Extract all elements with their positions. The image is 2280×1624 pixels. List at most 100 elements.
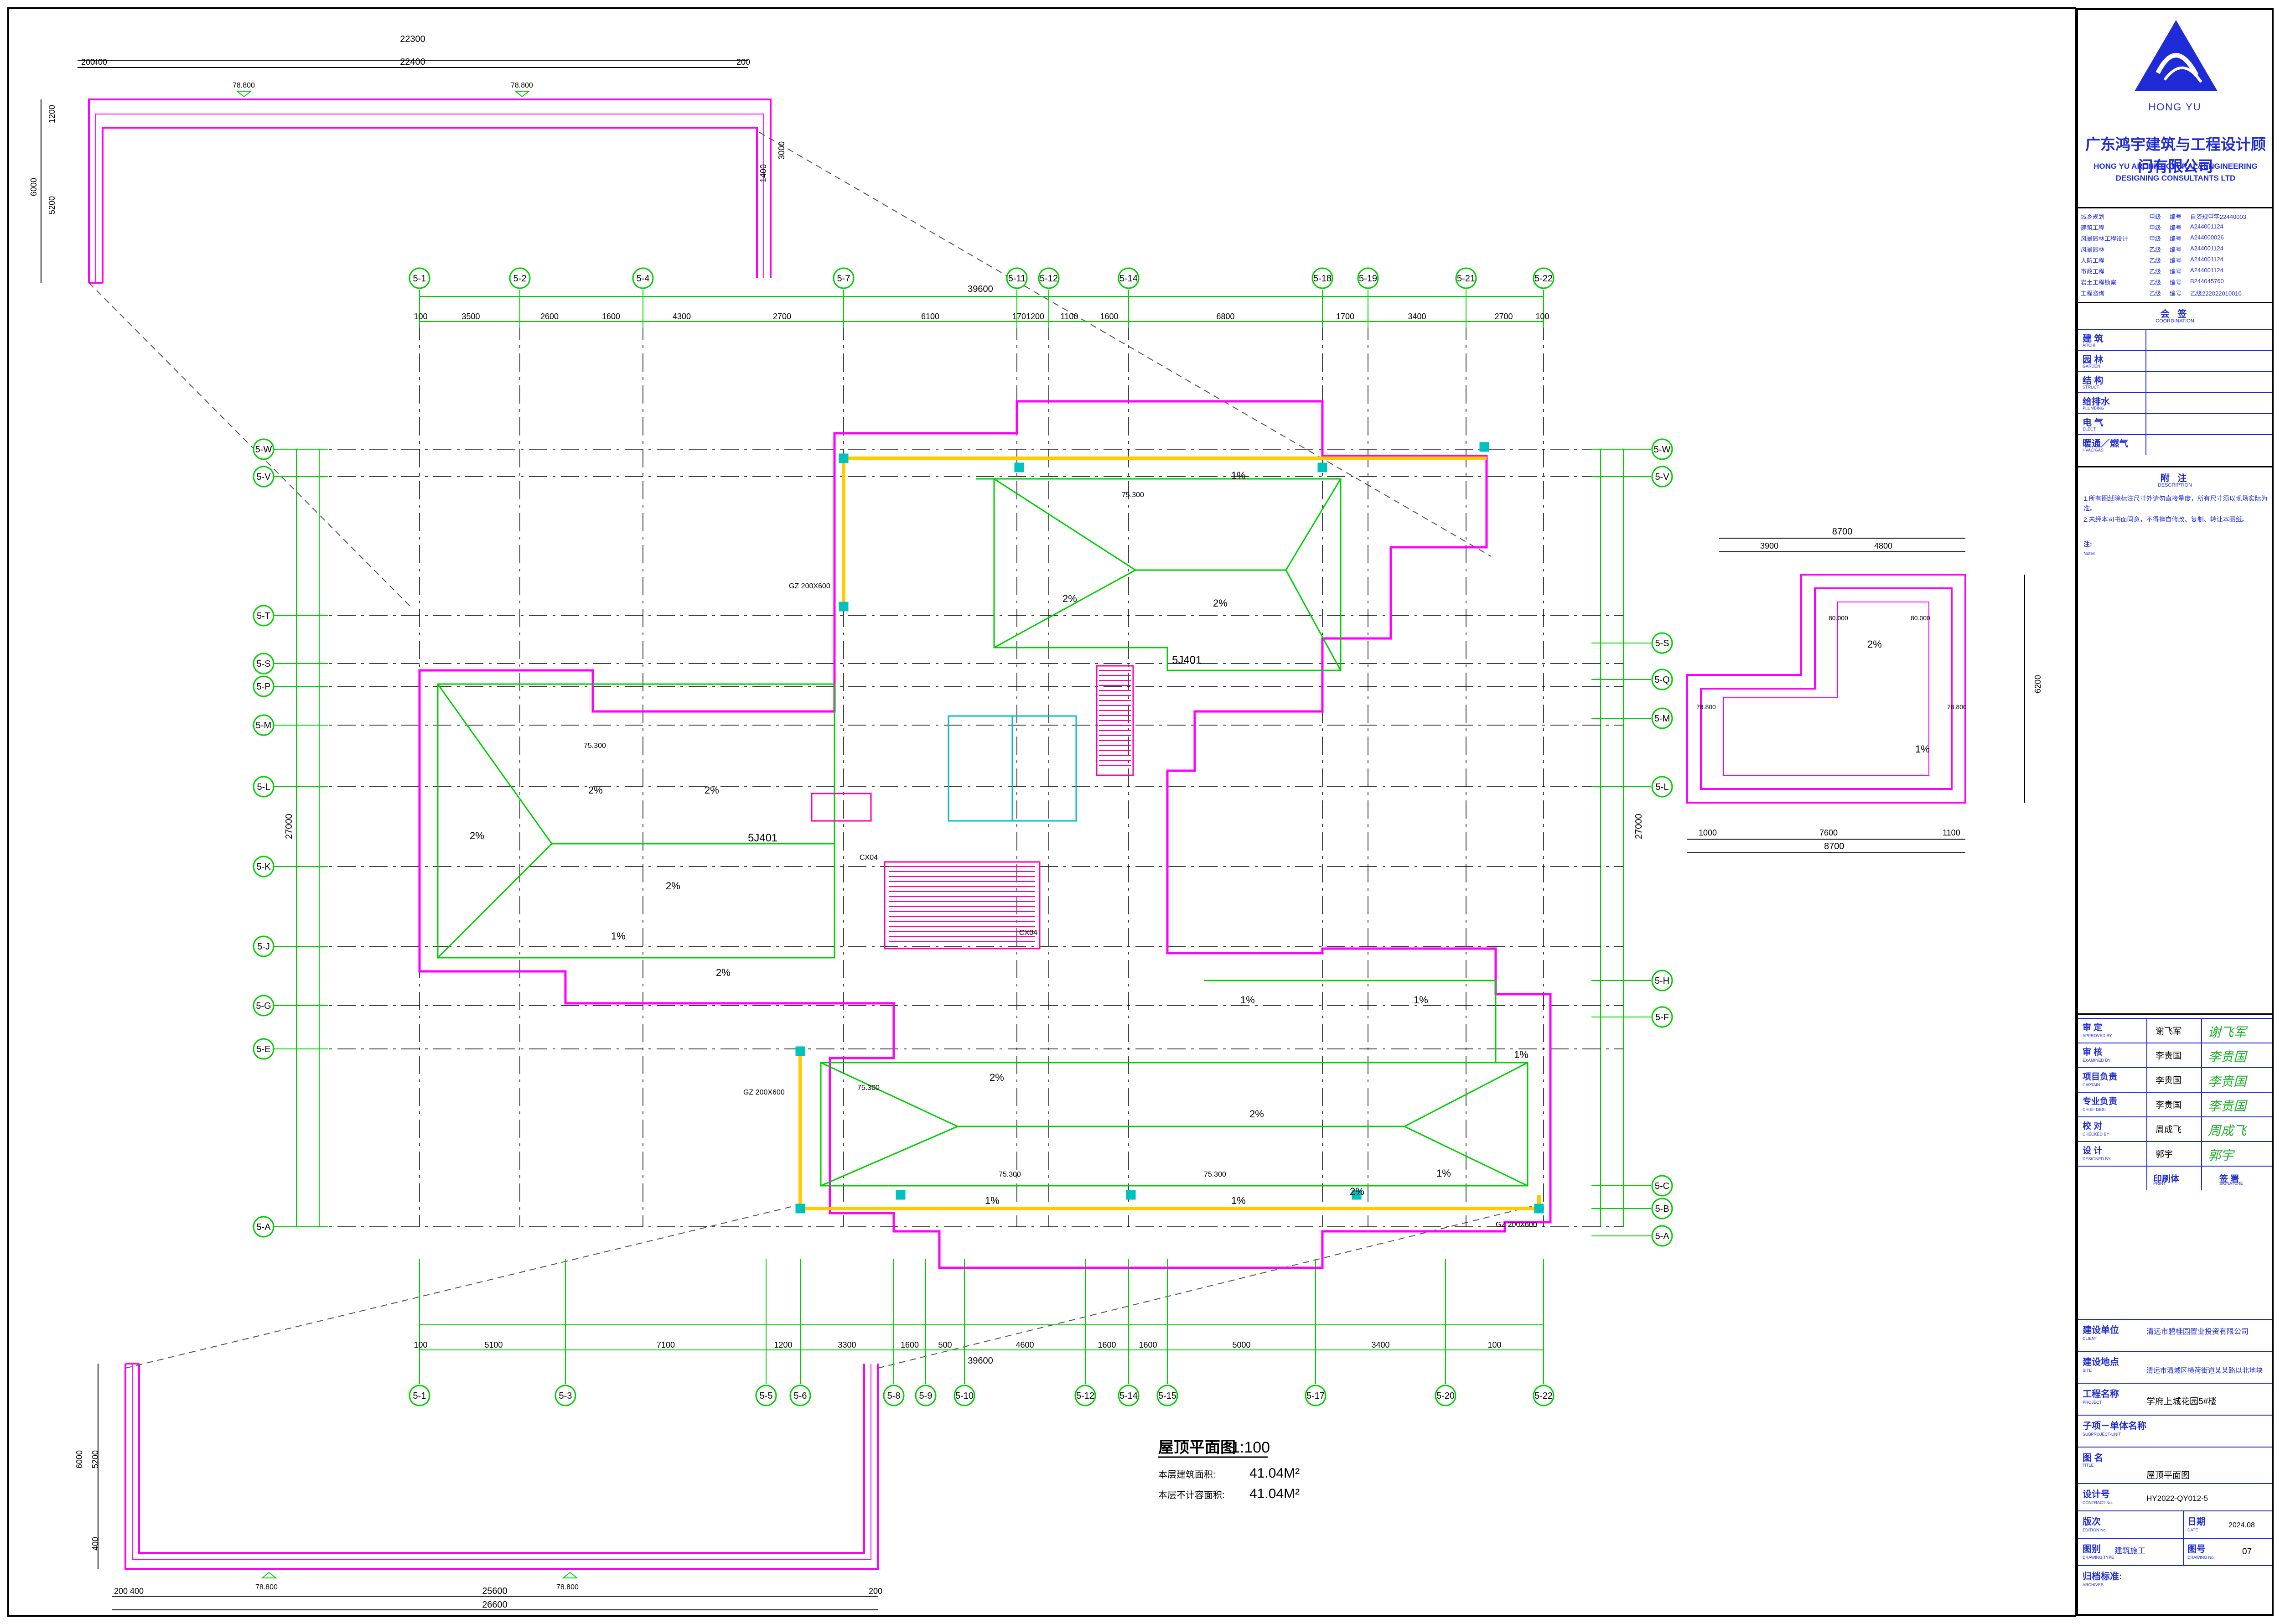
qualification-row: 城乡规划甲级编号自资规甲字22440003 <box>2081 213 2246 220</box>
axis-bubble-right: 5-M <box>1651 707 1673 729</box>
dimension-value: 1200 <box>1026 312 1044 321</box>
dimension-value: 2700 <box>1494 312 1513 321</box>
dimension-value: 2700 <box>773 312 791 321</box>
svg-text:5200: 5200 <box>47 196 57 214</box>
svg-text:5-15: 5-15 <box>1158 1391 1176 1401</box>
axis-bubble-bottom: 5-20 <box>1435 1385 1456 1406</box>
gz-tag-1: GZ 200X600 <box>789 582 830 590</box>
svg-text:1%: 1% <box>985 1195 1000 1206</box>
axis-bubble-left: 5-T <box>253 605 275 627</box>
axis-bubble-top: 5-22 <box>1533 267 1555 289</box>
svg-text:5-K: 5-K <box>256 862 271 872</box>
svg-text:8700: 8700 <box>1832 527 1853 537</box>
dimension-value: 1100 <box>1061 312 1078 321</box>
stair-label-2: CX04 <box>1019 929 1037 937</box>
company-brand: HONG YU <box>2148 101 2202 113</box>
svg-text:5-4: 5-4 <box>637 274 650 284</box>
annotations: GZ 200X600 GZ 200X600 GZ 200X600 2% 2% 2… <box>470 470 1537 1229</box>
dimension-value: 100 <box>1487 1340 1501 1349</box>
axis-bubble-left: 5-M <box>253 714 275 736</box>
stair-cores <box>811 665 1134 949</box>
svg-text:5-19: 5-19 <box>1359 274 1377 284</box>
svg-text:2%: 2% <box>1350 1186 1364 1197</box>
svg-text:2%: 2% <box>666 880 680 892</box>
axis-bubble-top: 5-19 <box>1357 267 1379 289</box>
svg-text:200: 200 <box>869 1587 882 1596</box>
svg-text:41.04M²: 41.04M² <box>1249 1486 1300 1501</box>
dimension-value: 1600 <box>1100 312 1118 321</box>
svg-text:6200: 6200 <box>2033 675 2042 693</box>
axis-bubble-right: 5-B <box>1651 1198 1673 1219</box>
svg-text:1%: 1% <box>1915 743 1930 755</box>
axis-bubble-left: 5-K <box>253 856 275 877</box>
axis-bubble-bottom: 5-10 <box>953 1385 975 1406</box>
axis-bubble-top: 5-4 <box>632 267 654 289</box>
svg-text:3000: 3000 <box>777 141 786 160</box>
company-logo-icon <box>2135 20 2218 91</box>
svg-text:5-W: 5-W <box>255 445 272 455</box>
dimension-value: 500 <box>938 1340 952 1349</box>
svg-text:6000: 6000 <box>75 1450 84 1468</box>
axis-bubble-bottom: 5-8 <box>883 1385 905 1406</box>
detail-top-total-dim: 22300 <box>400 34 425 44</box>
svg-text:5-V: 5-V <box>256 472 271 482</box>
roof-plan-drawing: 22300 22400 200 400 200 78.800 78.800 60… <box>7 7 2076 1617</box>
svg-text:1000: 1000 <box>1699 828 1717 837</box>
svg-text:400: 400 <box>91 1537 100 1551</box>
svg-text:5-S: 5-S <box>1655 638 1669 649</box>
category-sheet-row: 图别 DRAWING TYPE 建筑施工 图号 DRAWING No. 07 <box>2078 1538 2272 1565</box>
svg-text:80.000: 80.000 <box>1829 614 1848 622</box>
axis-bubble-right: 5-H <box>1651 970 1673 991</box>
axis-bubble-right: 5-S <box>1651 632 1673 654</box>
dimension-value: 1200 <box>774 1340 792 1349</box>
svg-text:78.800: 78.800 <box>1947 703 1967 711</box>
svg-text:5-T: 5-T <box>257 611 270 621</box>
axis-bubble-top: 5-11 <box>1006 267 1028 289</box>
dimension-value: 100 <box>1535 312 1549 321</box>
drawing-title: 屋顶平面图 <box>1158 1439 1236 1456</box>
svg-text:5-18: 5-18 <box>1313 274 1332 284</box>
axis-bubble-left: 5-E <box>253 1038 275 1060</box>
axis-bubble-top: 5-21 <box>1455 267 1477 289</box>
detail-right: 8700 3900 4800 80.000 80.000 78.800 78.8… <box>1686 527 2042 853</box>
axis-bubble-top: 5-12 <box>1038 267 1060 289</box>
svg-text:200: 200 <box>736 57 750 67</box>
axis-bubble-bottom: 5-22 <box>1533 1385 1555 1406</box>
svg-text:2%: 2% <box>1867 638 1882 650</box>
svg-text:5-12: 5-12 <box>1076 1391 1094 1401</box>
svg-text:1100: 1100 <box>1943 828 1960 837</box>
dimension-value: 5000 <box>1232 1340 1250 1349</box>
axis-bubble-bottom: 5-5 <box>755 1385 777 1406</box>
dimension-value: 1700 <box>1336 312 1354 321</box>
svg-text:5-6: 5-6 <box>794 1391 807 1401</box>
svg-text:5-S: 5-S <box>256 659 270 669</box>
design-no-row: 设计号 CONTRACT No. HY2022-QY012-5 <box>2078 1483 2272 1510</box>
axis-bubble-left: 5-A <box>253 1216 275 1238</box>
detail-top-left: 22300 22400 200 400 200 78.800 78.800 60… <box>29 34 1492 607</box>
dimension-value: 1600 <box>1098 1340 1116 1349</box>
svg-text:1400: 1400 <box>759 164 768 182</box>
detail-bottom-left: 78.800 78.800 25600 26600 200 400 200 60… <box>75 1204 1542 1610</box>
axis-bubble-right: 5-W <box>1651 438 1673 460</box>
site-row: 建设地点 SITE 清远市清城区横荷街道某某路以北地块 <box>2078 1351 2272 1383</box>
svg-text:5-L: 5-L <box>1656 782 1669 792</box>
svg-text:25600: 25600 <box>482 1586 508 1596</box>
gz-tag-3: GZ 200X600 <box>1496 1221 1537 1229</box>
client-row: 建设单位 CLIENT 清远市碧桂园置业投资有限公司 <box>2078 1319 2272 1351</box>
axis-bubble-left: 5-L <box>253 776 275 798</box>
svg-text:1%: 1% <box>1436 1167 1451 1179</box>
svg-text:2%: 2% <box>705 784 719 796</box>
drawing-title-block: 屋顶平面图 1:100 本层建筑面积: 41.04M² 本层不计容面积: 41.… <box>1158 1439 1300 1501</box>
archive-row: 归档标准: ARCHIVES <box>2078 1565 2272 1614</box>
svg-text:2%: 2% <box>1249 1108 1264 1120</box>
dimension-value: 1600 <box>901 1340 919 1349</box>
svg-text:5-20: 5-20 <box>1436 1391 1455 1401</box>
svg-text:2%: 2% <box>1062 593 1077 604</box>
